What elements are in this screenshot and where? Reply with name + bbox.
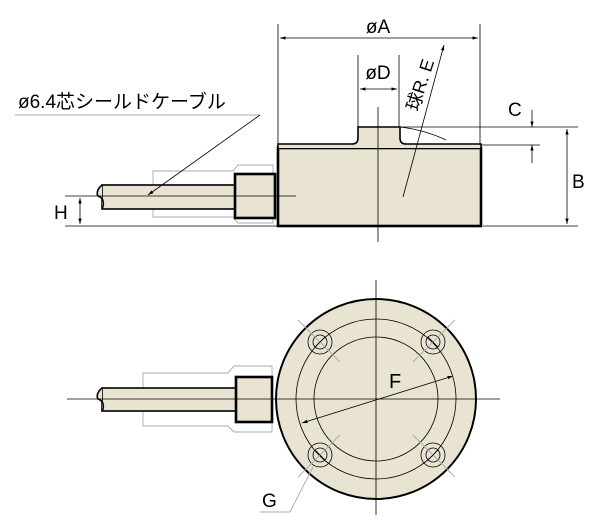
dim-a-label: øA — [366, 17, 391, 38]
cable-top — [101, 387, 237, 412]
dim-f-label: F — [389, 371, 401, 393]
sphere-radius-leader — [402, 44, 445, 198]
dim-h-label: H — [54, 203, 68, 224]
dim-c-label: C — [508, 100, 522, 121]
side-view: øA øD 球R. E C B H ø6.4芯シールドケーブル — [15, 17, 585, 242]
mounting-hole-icon — [412, 434, 456, 478]
cable-label: ø6.4芯シールドケーブル — [18, 90, 226, 113]
body — [276, 146, 483, 228]
dim-g-label: G — [262, 491, 277, 512]
mounting-hole-icon — [412, 319, 456, 363]
top-view: F G — [67, 280, 500, 515]
cable — [101, 184, 236, 210]
dim-b-label: B — [572, 172, 585, 193]
dim-f-arrow — [301, 375, 454, 424]
sphere-arc — [399, 126, 447, 141]
cable-fitting-top — [234, 375, 274, 424]
load-button — [277, 126, 482, 148]
cable-leader — [147, 114, 261, 196]
dim-d-label: øD — [365, 63, 390, 84]
mounting-holes — [297, 319, 456, 478]
mounting-hole-icon — [297, 319, 341, 363]
mounting-hole-icon — [297, 434, 341, 478]
cable-break — [96, 184, 105, 210]
